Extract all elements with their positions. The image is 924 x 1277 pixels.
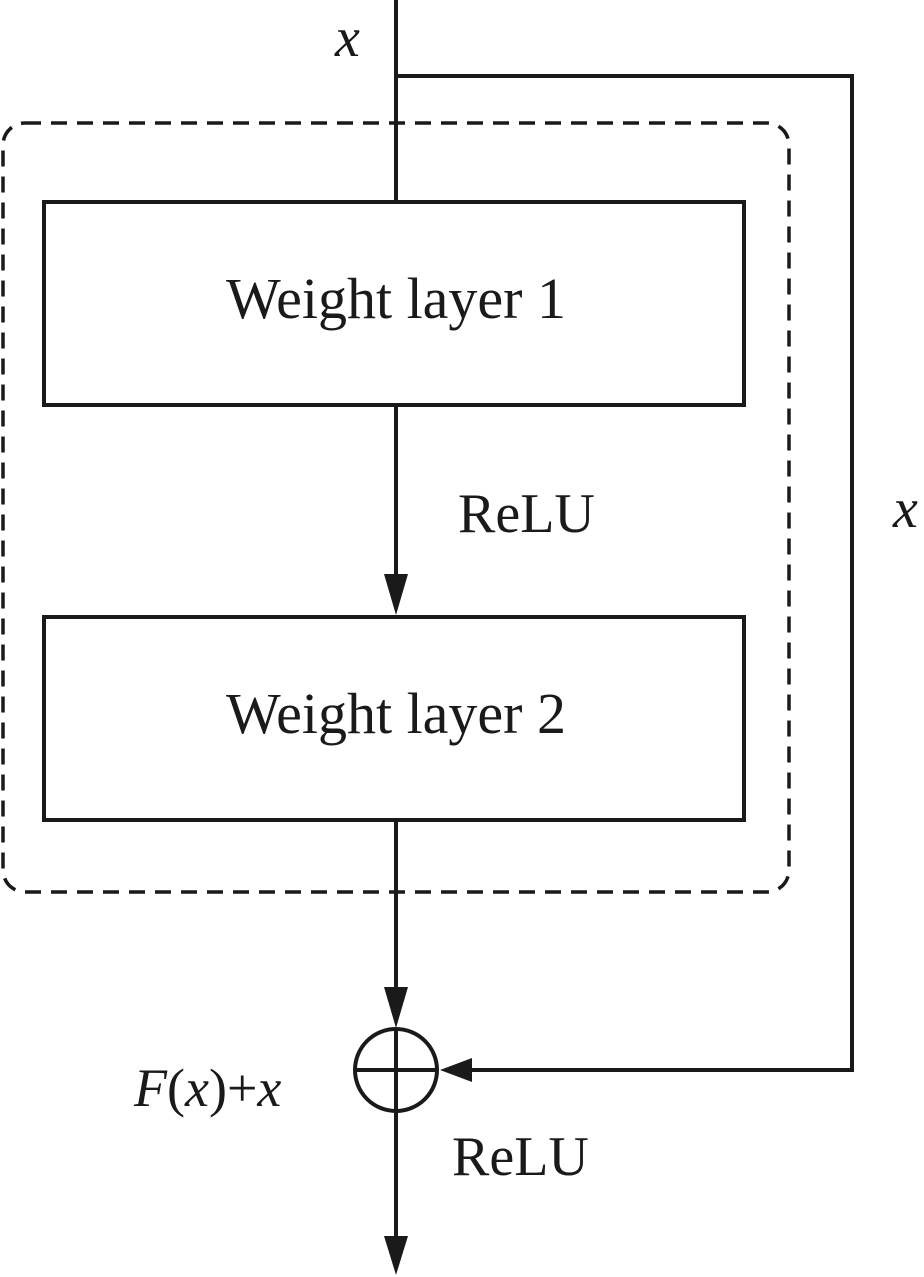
- relu-out-label: ReLU: [452, 1126, 589, 1188]
- weight-layer-2-label: Weight layer 2: [226, 681, 566, 746]
- expr-x2: x: [256, 1058, 281, 1118]
- layer2-to-sum-arrowhead: [384, 987, 408, 1028]
- sum-node: [353, 1027, 439, 1113]
- shortcut-connection: [396, 74, 854, 1072]
- expr-close-paren: ): [209, 1058, 227, 1118]
- sum-expression-label: F(x)+x: [133, 1058, 281, 1118]
- relu-mid-label: ReLU: [458, 483, 595, 545]
- expr-x1: x: [184, 1058, 209, 1118]
- weight-layer-2: Weight layer 2: [42, 615, 746, 822]
- layer1-to-layer2-arrowhead: [384, 574, 408, 615]
- weight-layer-1-box: [42, 200, 746, 407]
- expr-open-paren: (: [167, 1058, 185, 1118]
- weight-layer-1-label: Weight layer 1: [226, 266, 566, 331]
- weight-layer-2-box: [42, 615, 746, 822]
- expr-plus: +: [227, 1058, 257, 1118]
- output-arrowhead: [384, 1236, 408, 1275]
- expr-f: F: [133, 1058, 168, 1118]
- shortcut-arrowhead: [440, 1058, 472, 1082]
- shortcut-x-label: x: [892, 478, 918, 540]
- weight-layer-1: Weight layer 1: [42, 200, 746, 407]
- input-x-label: x: [334, 7, 360, 69]
